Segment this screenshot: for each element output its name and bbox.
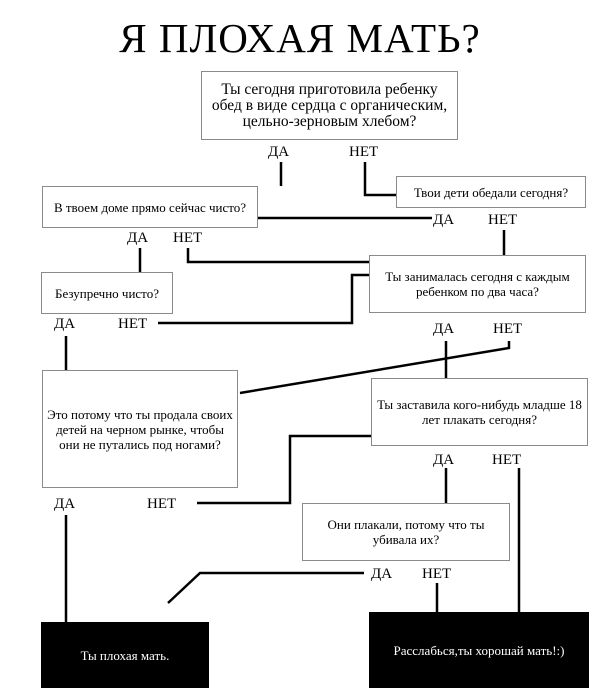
label-q2-no: НЕТ [173, 230, 203, 246]
label-q5-yes: ДА [433, 321, 455, 337]
question-node-lunch: Ты сегодня приготовила ребенку обед в ви… [201, 71, 458, 140]
label-q1-yes: ДА [268, 144, 290, 160]
connector-q4-no [158, 273, 372, 325]
label-q2-yes: ДА [127, 230, 149, 246]
question-node-black-market: Это потому что ты продала своих детей на… [42, 370, 238, 488]
label-q4-no: НЕТ [118, 316, 148, 332]
question-node-two-hours: Ты занималась сегодня с каждым ребенком … [369, 255, 586, 313]
label-q5-no: НЕТ [493, 321, 523, 337]
question-node-spotless: Безупречно чисто? [41, 272, 173, 314]
label-q8-yes: ДА [371, 566, 393, 582]
connector-q8-yes [167, 571, 364, 604]
result-node-bad-mother: Ты плохая мать. [41, 622, 209, 688]
label-q6-no: НЕТ [147, 496, 177, 512]
label-q3-yes: ДА [433, 212, 455, 228]
label-q8-no: НЕТ [422, 566, 452, 582]
label-q7-yes: ДА [433, 452, 455, 468]
connector-q2-no [186, 248, 370, 264]
connector-q6-no [197, 434, 372, 505]
connector-q5-no [239, 341, 511, 395]
label-q7-no: НЕТ [492, 452, 522, 468]
label-q1-no: НЕТ [349, 144, 379, 160]
result-node-good-mother: Расслабься,ты хорошай мать!:) [369, 612, 589, 688]
page-title: Я ПЛОХАЯ МАТЬ? [119, 15, 481, 61]
label-q6-yes: ДА [54, 496, 76, 512]
connector-q1-no [363, 162, 396, 197]
question-node-house-clean: В твоем доме прямо сейчас чисто? [42, 186, 258, 228]
label-q3-no: НЕТ [488, 212, 518, 228]
question-node-killing: Они плакали, потому что ты убивала их? [302, 503, 510, 561]
question-node-kids-ate: Твои дети обедали сегодня? [396, 176, 586, 208]
question-node-made-cry: Ты заставила кого-нибудь младше 18 лет п… [371, 378, 588, 446]
label-q4-yes: ДА [54, 316, 76, 332]
